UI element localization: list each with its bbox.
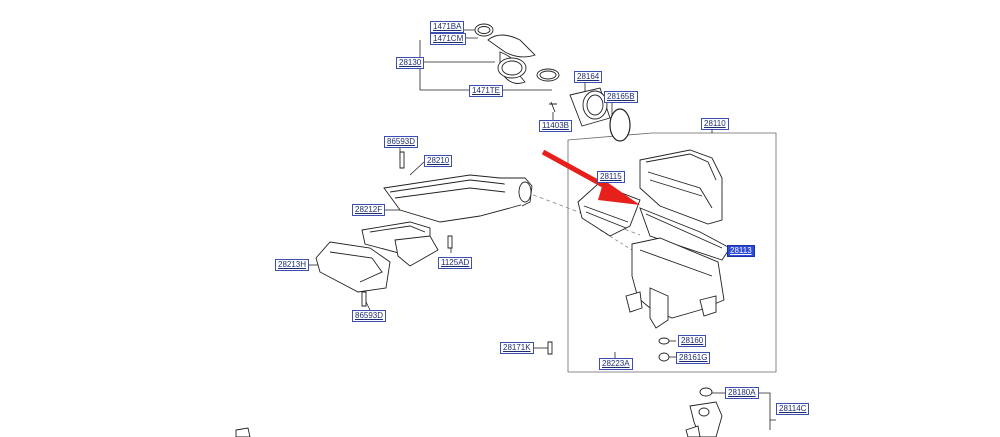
part-label-86593D-bottom[interactable]: 86593D: [352, 310, 387, 322]
part-label-1471TE[interactable]: 1471TE: [469, 85, 504, 97]
part-label-28171K[interactable]: 28171K: [500, 342, 534, 354]
part-label-28212F[interactable]: 28212F: [352, 204, 386, 216]
highlight-arrow: [541, 149, 640, 205]
part-label-28110[interactable]: 28110: [701, 118, 729, 130]
part-label-1471BA[interactable]: 1471BA: [430, 21, 465, 33]
part-label-28164[interactable]: 28164: [574, 71, 603, 83]
part-label-1471CM[interactable]: 1471CM: [430, 33, 467, 45]
part-label-28213H[interactable]: 28213H: [275, 259, 310, 271]
part-label-28223A[interactable]: 28223A: [599, 358, 633, 370]
part-label-28160[interactable]: 28160: [678, 335, 707, 347]
part-label-28130[interactable]: 28130: [396, 57, 425, 69]
part-label-86593D-top[interactable]: 86593D: [384, 136, 419, 148]
part-label-28180A[interactable]: 28180A: [725, 387, 759, 399]
part-label-11403B[interactable]: 11403B: [539, 120, 572, 132]
part-label-28113-highlighted[interactable]: 28113: [727, 245, 755, 257]
part-label-28114C[interactable]: 28114C: [776, 403, 810, 415]
part-label-28210[interactable]: 28210: [424, 155, 453, 167]
part-label-28161G[interactable]: 28161G: [676, 352, 711, 364]
part-label-28115[interactable]: 28115: [597, 171, 625, 183]
part-label-28165B[interactable]: 28165B: [604, 91, 638, 103]
part-label-1125AD[interactable]: 1125AD: [438, 257, 473, 269]
